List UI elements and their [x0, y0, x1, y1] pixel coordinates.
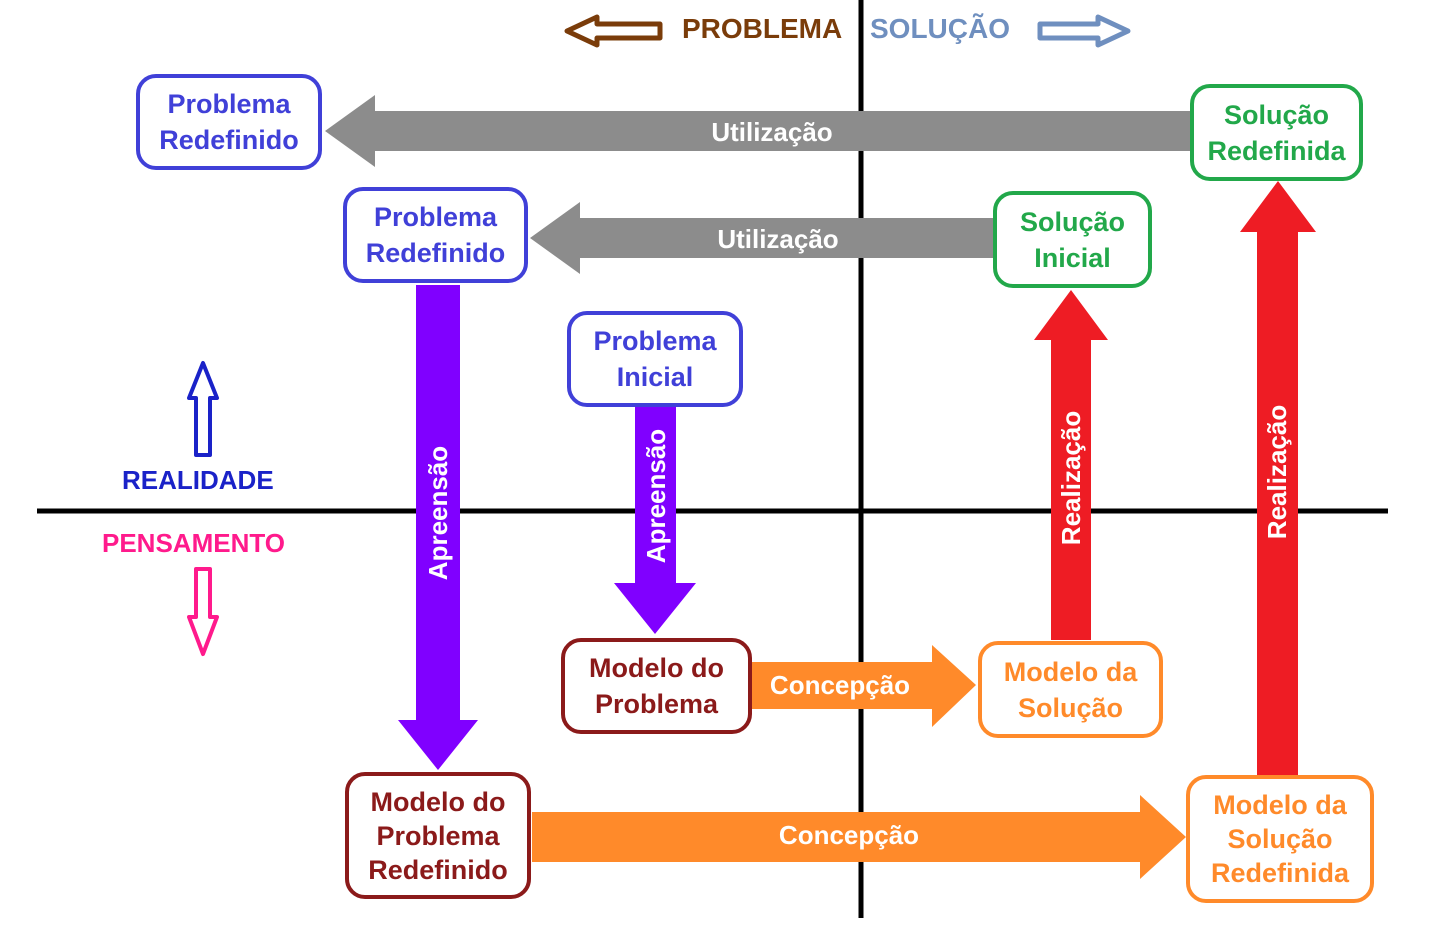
concepcao-bottom-arrow	[532, 795, 1186, 879]
apreensao-left-label: Apreensão	[423, 446, 453, 580]
problema-header-label: PROBLEMA	[682, 13, 843, 44]
box-line: Redefinido	[365, 238, 506, 268]
utilizacao-top-arrow	[325, 95, 1195, 167]
apreensao-left-arrow	[398, 285, 478, 770]
box-line: Problema	[373, 202, 498, 232]
solucao-header-label: SOLUÇÃO	[870, 13, 1010, 44]
concepcao-mid-arrow	[752, 645, 976, 727]
box-line: Solução	[1227, 824, 1333, 854]
realidade-label: REALIDADE	[122, 465, 274, 495]
box-line: Solução	[1017, 692, 1124, 723]
modelo-da-solucao-redefinida-box: Modelo da Solução Redefinida	[1186, 775, 1374, 903]
solucao-right-arrow-icon	[1037, 14, 1131, 48]
problema-redefinido-mid-box: Problema Redefinido	[343, 187, 528, 283]
problema-redefinido-top-box: Problema Redefinido	[136, 74, 322, 170]
realizacao-right-arrow	[1240, 181, 1316, 775]
box-line: Redefinida	[1210, 858, 1350, 888]
utilizacao-mid-arrow	[530, 202, 1000, 274]
pensamento-down-arrow-icon	[187, 567, 219, 656]
box-line: Solução	[1019, 206, 1126, 237]
box-line: Problema	[376, 820, 500, 851]
box-line: Redefinida	[1207, 135, 1346, 166]
box-line: Modelo do	[370, 786, 506, 817]
box-line: Problema	[594, 689, 719, 719]
box-line: Modelo do	[589, 653, 724, 683]
apreensao-mid-label: Apreensão	[641, 429, 671, 563]
box-line: Problema	[167, 89, 291, 119]
box-line: Redefinido	[159, 125, 299, 155]
solucao-inicial-box: Solução Inicial	[993, 191, 1152, 288]
utilizacao-top-label: Utilização	[711, 117, 832, 147]
realizacao-mid-arrow	[1034, 290, 1108, 640]
box-line: Inicial	[616, 362, 694, 392]
box-line: Modelo da	[1213, 790, 1347, 820]
realizacao-right-label: Realização	[1262, 405, 1292, 539]
utilizacao-mid-label: Utilização	[717, 224, 838, 254]
modelo-da-solucao-box: Modelo da Solução	[978, 641, 1163, 738]
problema-left-arrow-icon	[564, 14, 663, 48]
box-line: Problema	[593, 326, 717, 356]
box-line: Redefinido	[368, 854, 508, 885]
modelo-do-problema-redefinido-box: Modelo do Problema Redefinido	[345, 772, 531, 899]
box-line: Solução	[1223, 99, 1330, 130]
concepcao-bottom-label: Concepção	[779, 820, 919, 850]
apreensao-mid-arrow	[614, 404, 696, 634]
problema-inicial-box: Problema Inicial	[567, 311, 743, 407]
realizacao-mid-label: Realização	[1056, 411, 1086, 545]
pensamento-label: PENSAMENTO	[102, 528, 285, 558]
concepcao-mid-label: Concepção	[770, 670, 910, 700]
box-line: Inicial	[1034, 242, 1111, 273]
solucao-redefinida-box: Solução Redefinida	[1190, 84, 1363, 181]
box-line: Modelo da	[1003, 656, 1138, 687]
realidade-up-arrow-icon	[187, 361, 219, 457]
modelo-do-problema-box: Modelo do Problema	[561, 638, 752, 734]
